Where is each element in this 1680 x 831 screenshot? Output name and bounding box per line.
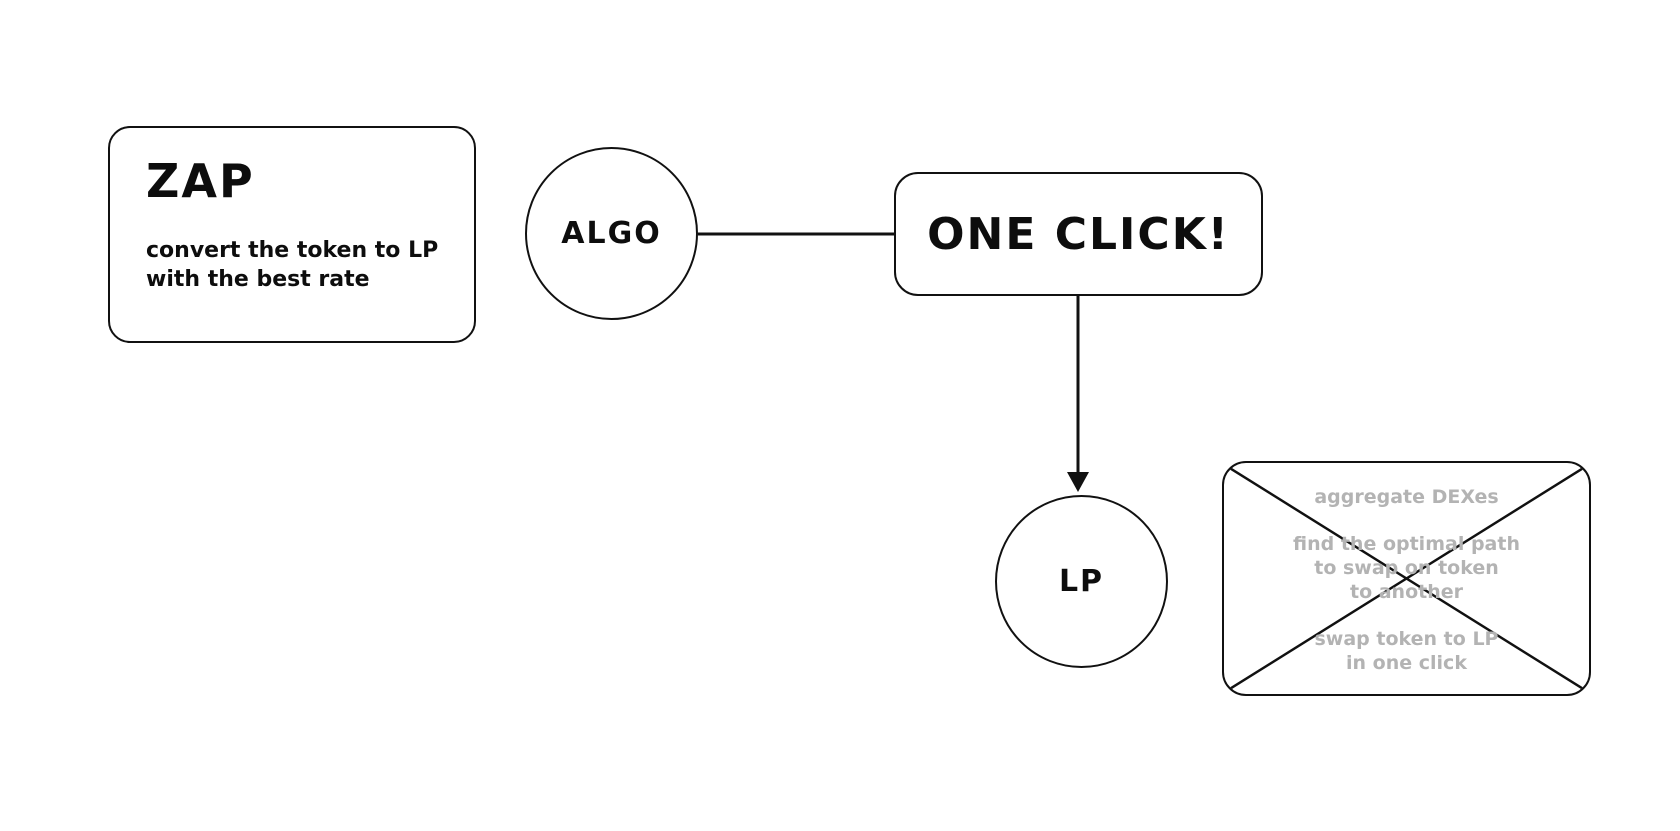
zap-description-line: with the best rate [146, 267, 370, 292]
algo-label: ALGO [561, 216, 662, 251]
placeholder-cross-icon [1227, 465, 1586, 692]
zap-description: convert the token to LP with the best ra… [146, 236, 466, 294]
feature-line: to another [1349, 581, 1464, 603]
zap-card: ZAP convert the token to LP with the bes… [108, 126, 476, 343]
feature-item: swap token to LP in one click [1224, 627, 1589, 675]
one-click-label: ONE CLICK! [927, 208, 1230, 260]
lp-label: LP [1058, 564, 1105, 599]
features-placeholder-box: aggregate DEXes find the optimal path to… [1222, 461, 1591, 696]
feature-line: aggregate DEXes [1314, 486, 1499, 508]
zap-description-line: convert the token to LP [146, 238, 439, 263]
feature-line: find the optimal path [1293, 533, 1520, 555]
arrowhead-icon [1067, 472, 1089, 492]
one-click-node: ONE CLICK! [894, 172, 1263, 296]
feature-item: find the optimal path to swap on token t… [1224, 532, 1589, 604]
feature-line: swap token to LP [1314, 628, 1499, 650]
zap-title: ZAP [146, 154, 255, 208]
lp-node: LP [995, 495, 1168, 668]
features-list: aggregate DEXes find the optimal path to… [1224, 485, 1589, 694]
feature-line: to swap on token [1314, 557, 1499, 579]
feature-line: in one click [1346, 652, 1467, 674]
algo-node: ALGO [525, 147, 698, 320]
feature-item: aggregate DEXes [1224, 485, 1589, 509]
